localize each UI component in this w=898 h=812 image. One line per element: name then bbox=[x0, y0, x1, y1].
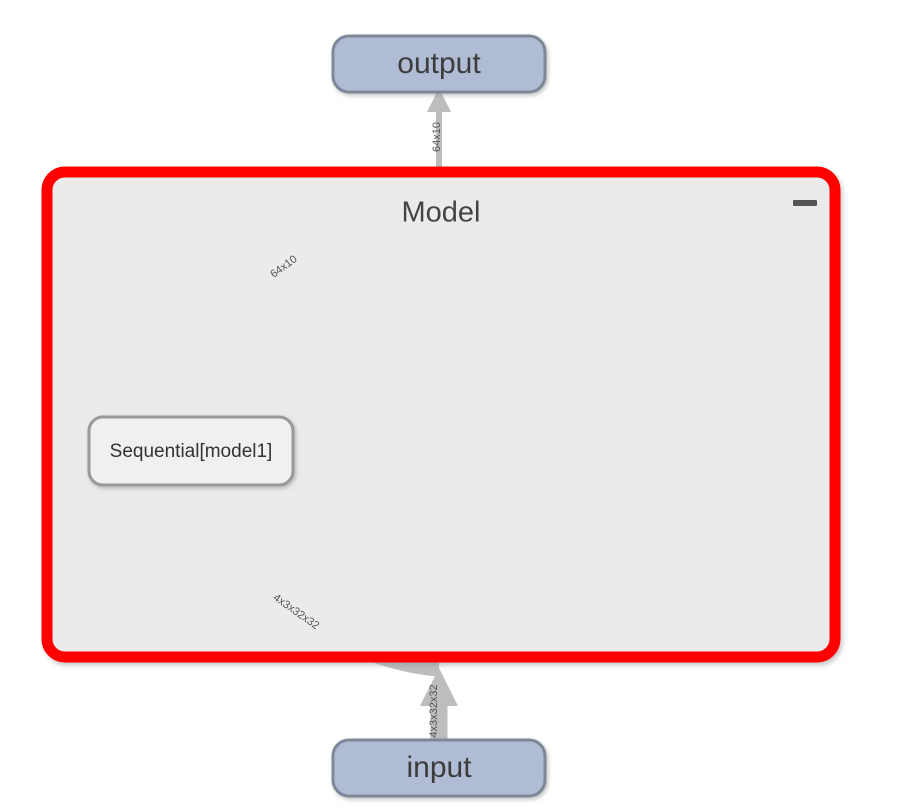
node-output[interactable]: output bbox=[331, 34, 547, 94]
node-output-box[interactable] bbox=[331, 34, 547, 94]
node-input-box[interactable] bbox=[331, 738, 547, 798]
node-input[interactable]: input bbox=[331, 738, 547, 798]
node-input-label: input bbox=[406, 751, 472, 784]
cluster-model-box[interactable] bbox=[41, 166, 841, 663]
edge-cluster-to-output bbox=[427, 88, 451, 176]
cluster-title: Model bbox=[402, 197, 481, 229]
node-sequential-box[interactable] bbox=[87, 415, 295, 487]
edge-label-input-to-cluster: 4x3x32x32 bbox=[428, 684, 440, 737]
node-sequential[interactable]: Sequential[model1] bbox=[87, 415, 295, 487]
node-output-label: output bbox=[397, 47, 481, 80]
minus-icon[interactable] bbox=[793, 200, 817, 206]
edge-label-cluster-to-output: 64x10 bbox=[431, 122, 443, 152]
cluster-model[interactable]: Model bbox=[41, 166, 841, 663]
node-sequential-label: Sequential[model1] bbox=[110, 441, 273, 462]
edge-input-to-cluster bbox=[420, 668, 458, 744]
